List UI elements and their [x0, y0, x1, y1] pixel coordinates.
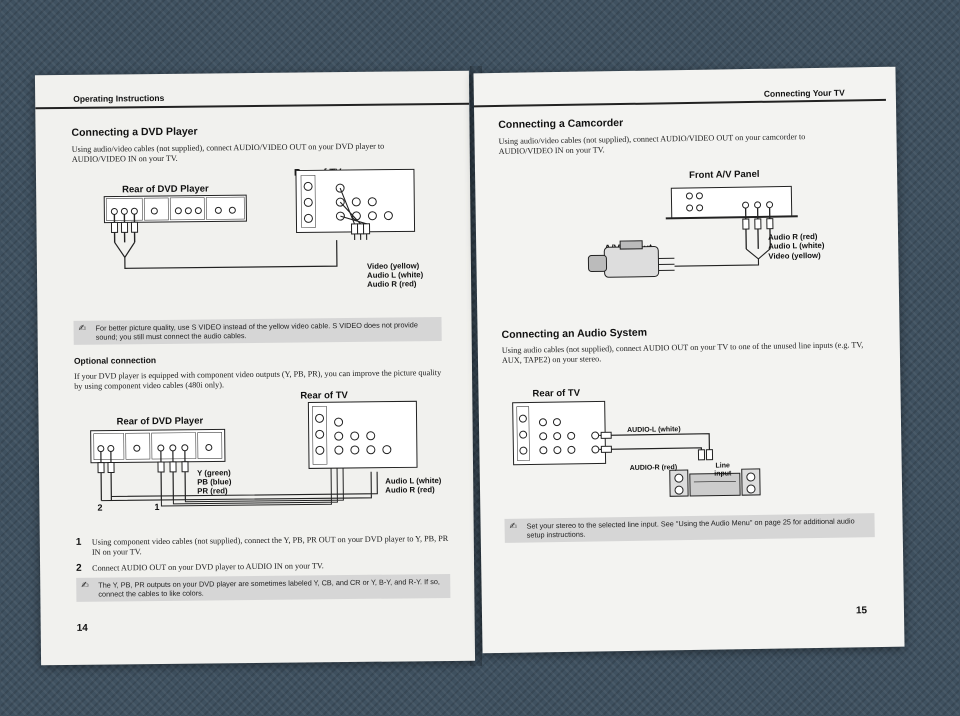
diag2-callout-1: 1 [154, 502, 160, 513]
diag2-pr-red: PR (red) [197, 486, 228, 496]
diag1-connection-drawing [103, 168, 416, 269]
left-page-number: 14 [76, 622, 88, 634]
right-page-number: 15 [855, 605, 868, 617]
header-rule [35, 102, 470, 110]
step1-text: Using component video cables (not suppli… [91, 533, 449, 557]
diag2-tv-label: Rear of TV [300, 390, 348, 402]
line-input-label: Line input [714, 462, 732, 478]
note-stereo-text: Set your stereo to the selected line inp… [526, 516, 855, 540]
cam-title: Connecting a Camcorder [498, 117, 624, 131]
note-pencil-icon: ✍ [78, 322, 87, 333]
note-svideo-text: For better picture quality, use S VIDEO … [95, 320, 418, 342]
note-component-text: The Y, PB, PR outputs on your DVD player… [98, 577, 440, 599]
audio-r-red-label: AUDIO-R (red) [629, 464, 678, 472]
cam-video-yellow: Video (yellow) [768, 250, 821, 261]
optional-text: If your DVD player is equipped with comp… [74, 368, 442, 391]
audio-title: Connecting an Audio System [501, 326, 648, 341]
right-header: Connecting Your TV [763, 87, 845, 99]
header-rule [473, 98, 886, 108]
diag2-y-green: Y (green) [197, 468, 231, 478]
step2-number: 2 [76, 562, 82, 574]
left-page: Operating Instructions Connecting a DVD … [34, 70, 476, 666]
audio-text: Using audio cables (not supplied), conne… [501, 340, 864, 365]
audio-l-white-label: AUDIO-L (white) [627, 426, 681, 434]
cam-text: Using audio/video cables (not supplied),… [498, 132, 806, 156]
note-stereo: ✍ Set your stereo to the selected line i… [504, 513, 875, 543]
left-header: Operating Instructions [73, 92, 165, 104]
camcorder-connection-drawing [587, 185, 798, 278]
optional-title: Optional connection [73, 355, 157, 366]
diag2-audio-r-red: Audio R (red) [385, 485, 435, 495]
note-pencil-icon: ✍ [81, 579, 89, 590]
step2-text: Connect AUDIO OUT on your DVD player to … [92, 561, 324, 573]
diag2-callout-2: 2 [97, 502, 103, 513]
rear-tv-label: Rear of TV [532, 387, 581, 400]
right-page: Connecting Your TV Connecting a Camcorde… [473, 66, 905, 654]
audio-connection-drawing [512, 400, 761, 497]
note-component: ✍ The Y, PB, PR outputs on your DVD play… [76, 573, 451, 602]
diag2-pb-blue: PB (blue) [197, 477, 232, 487]
note-pencil-icon: ✍ [509, 520, 518, 531]
step1-number: 1 [75, 536, 82, 548]
diag2-connection-drawing [90, 400, 418, 507]
dvd-text: Using audio/video cables (not supplied),… [71, 141, 385, 164]
note-svideo: ✍ For better picture quality, use S VIDE… [73, 317, 442, 345]
diag1-audio-r-red: Audio R (red) [367, 279, 417, 289]
dvd-title: Connecting a DVD Player [71, 125, 198, 139]
cam-audio-l-white: Audio L (white) [768, 240, 825, 251]
